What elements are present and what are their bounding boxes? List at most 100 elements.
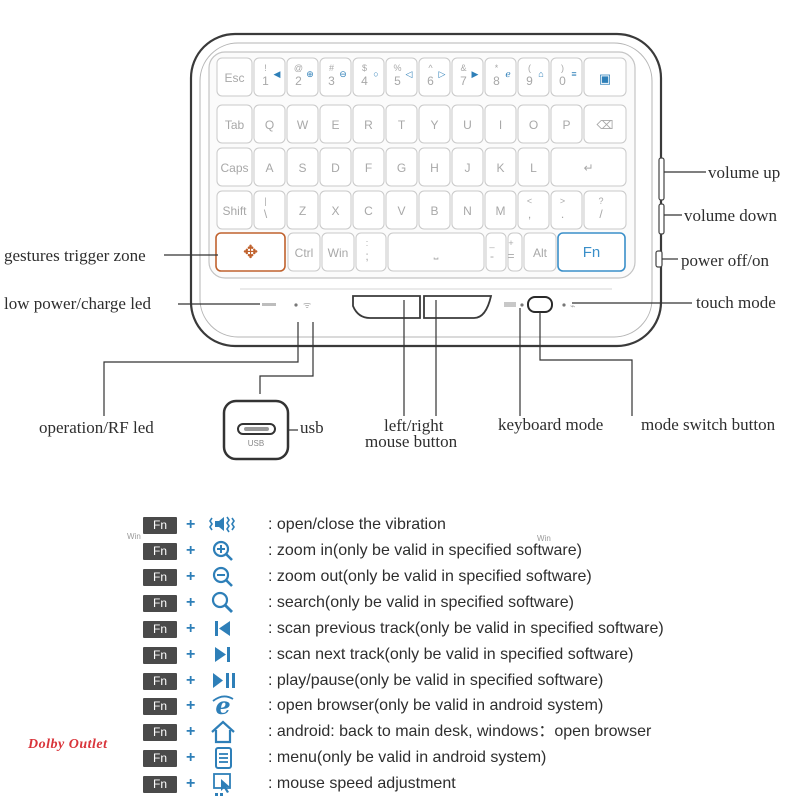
keyboard-key[interactable]: Fn bbox=[557, 232, 626, 272]
keyboard-key[interactable]: 3#⊖ bbox=[319, 57, 352, 97]
keyboard-key[interactable]: D bbox=[319, 147, 352, 187]
key-label: V bbox=[397, 204, 405, 218]
key-cap bbox=[319, 57, 352, 97]
keyboard-key[interactable]: Q bbox=[253, 104, 286, 144]
keyboard-key[interactable]: Win bbox=[321, 232, 355, 272]
play-pause-icon bbox=[208, 668, 240, 694]
key-shift-label: ? bbox=[598, 196, 603, 206]
key-shift-label: ( bbox=[528, 63, 531, 73]
keyboard-key[interactable]: U bbox=[451, 104, 484, 144]
plus-sign: + bbox=[186, 646, 196, 663]
key-label: 8 bbox=[493, 74, 500, 88]
key-label: Caps bbox=[220, 161, 248, 175]
keyboard-key[interactable]: 7&▶ bbox=[451, 57, 484, 97]
usb-label: usb bbox=[300, 418, 324, 437]
keyboard-key[interactable]: Shift bbox=[216, 190, 253, 230]
plus-sign: + bbox=[186, 568, 196, 585]
mouse-button-label-line1: left/right bbox=[384, 416, 444, 435]
keyboard-key[interactable]: ↵ bbox=[550, 147, 627, 187]
left-mouse-button[interactable] bbox=[352, 295, 421, 319]
key-label: W bbox=[297, 118, 309, 132]
volume-up-button[interactable] bbox=[658, 157, 665, 201]
keyboard-key[interactable]: 6^▷ bbox=[418, 57, 451, 97]
keyboard-key[interactable]: ✥ bbox=[215, 232, 286, 272]
keyboard-key[interactable]: A bbox=[253, 147, 286, 187]
key-cap bbox=[286, 190, 319, 230]
fn-key-badge: Fn bbox=[143, 673, 177, 690]
keyboard-key[interactable]: R bbox=[352, 104, 385, 144]
keyboard-key[interactable]: Y bbox=[418, 104, 451, 144]
fn-function-icon: ⌂ bbox=[538, 69, 543, 79]
legend-description: : menu(only be valid in android system) bbox=[268, 749, 547, 766]
keyboard-key[interactable]: Alt bbox=[523, 232, 557, 272]
keyboard-key[interactable]: 8*ℯ bbox=[484, 57, 517, 97]
keyboard-key[interactable]: T bbox=[385, 104, 418, 144]
keyboard-key[interactable]: Tab bbox=[216, 104, 253, 144]
fn-key-badge: Fn bbox=[143, 698, 177, 715]
keyboard-key[interactable]: 9( ⌂ bbox=[517, 57, 550, 97]
keyboard-key[interactable]: ,< bbox=[517, 190, 550, 230]
keyboard-key[interactable]: Esc bbox=[216, 57, 253, 97]
legend-description: : open/close the vibration bbox=[268, 516, 446, 533]
keyboard-key[interactable]: \| bbox=[253, 190, 286, 230]
keyboard-key[interactable]: I bbox=[484, 104, 517, 144]
key-cap bbox=[517, 57, 550, 97]
keyboard-key[interactable]: G bbox=[385, 147, 418, 187]
vibration-icon bbox=[208, 512, 240, 538]
key-label: 3 bbox=[328, 74, 335, 88]
key-label: 9 bbox=[526, 74, 533, 88]
legend-description: : open browser(only be valid in android … bbox=[268, 697, 604, 714]
keyboard-key[interactable]: 5%◁ bbox=[385, 57, 418, 97]
keyboard-key[interactable]: H bbox=[418, 147, 451, 187]
keyboard-key[interactable]: F bbox=[352, 147, 385, 187]
keyboard-key[interactable]: C bbox=[352, 190, 385, 230]
keyboard-key[interactable]: S bbox=[286, 147, 319, 187]
keyboard-key[interactable]: ⌫ bbox=[583, 104, 627, 144]
keyboard-key[interactable]: /? bbox=[583, 190, 627, 230]
plus-sign: + bbox=[186, 723, 196, 740]
keyboard-key[interactable]: O bbox=[517, 104, 550, 144]
key-cap bbox=[485, 232, 507, 272]
zoom-in-icon bbox=[208, 538, 240, 564]
key-label: Tab bbox=[225, 118, 245, 132]
power-switch[interactable] bbox=[655, 250, 663, 268]
keyboard-key[interactable]: B bbox=[418, 190, 451, 230]
keyboard-key[interactable]: 2@⊕ bbox=[286, 57, 319, 97]
keyboard-key[interactable]: V bbox=[385, 190, 418, 230]
keyboard-key[interactable]: K bbox=[484, 147, 517, 187]
fn-key-badge: Fn bbox=[143, 750, 177, 767]
key-label: N bbox=[463, 204, 472, 218]
keyboard-key[interactable]: .> bbox=[550, 190, 583, 230]
keyboard-key[interactable]: -_ bbox=[485, 232, 507, 272]
keyboard-key[interactable]: X bbox=[319, 190, 352, 230]
keyboard-key[interactable]: J bbox=[451, 147, 484, 187]
mode-switch-button[interactable] bbox=[527, 296, 553, 313]
keyboard-key[interactable]: E bbox=[319, 104, 352, 144]
keyboard-key[interactable]: ▣ bbox=[583, 57, 627, 97]
key-cap bbox=[451, 147, 484, 187]
key-cap bbox=[418, 147, 451, 187]
right-mouse-button[interactable] bbox=[423, 295, 493, 319]
keyboard-key[interactable]: N bbox=[451, 190, 484, 230]
key-label: Ctrl bbox=[295, 246, 314, 260]
keyboard-key[interactable]: P bbox=[550, 104, 583, 144]
keyboard-key[interactable]: Ctrl bbox=[287, 232, 321, 272]
key-label: T bbox=[398, 118, 406, 132]
keyboard-key[interactable]: ;: bbox=[355, 232, 387, 272]
keyboard-key[interactable]: 0)≡ bbox=[550, 57, 583, 97]
volume-down-button[interactable] bbox=[658, 203, 665, 235]
keyboard-key[interactable]: M bbox=[484, 190, 517, 230]
fn-key-badge: Fn bbox=[143, 543, 177, 560]
keyboard-key[interactable]: L bbox=[517, 147, 550, 187]
keyboard-key[interactable]: =+ bbox=[507, 232, 523, 272]
key-label: S bbox=[298, 161, 306, 175]
fn-function-icon: ⊖ bbox=[339, 69, 347, 79]
key-cap bbox=[216, 147, 253, 187]
key-label: I bbox=[499, 118, 502, 132]
keyboard-key[interactable]: 1!◀ bbox=[253, 57, 286, 97]
keyboard-key[interactable]: Z bbox=[286, 190, 319, 230]
keyboard-key[interactable]: 4$○ bbox=[352, 57, 385, 97]
keyboard-key[interactable]: ⎵ bbox=[387, 232, 485, 272]
keyboard-key[interactable]: Caps bbox=[216, 147, 253, 187]
keyboard-key[interactable]: W bbox=[286, 104, 319, 144]
